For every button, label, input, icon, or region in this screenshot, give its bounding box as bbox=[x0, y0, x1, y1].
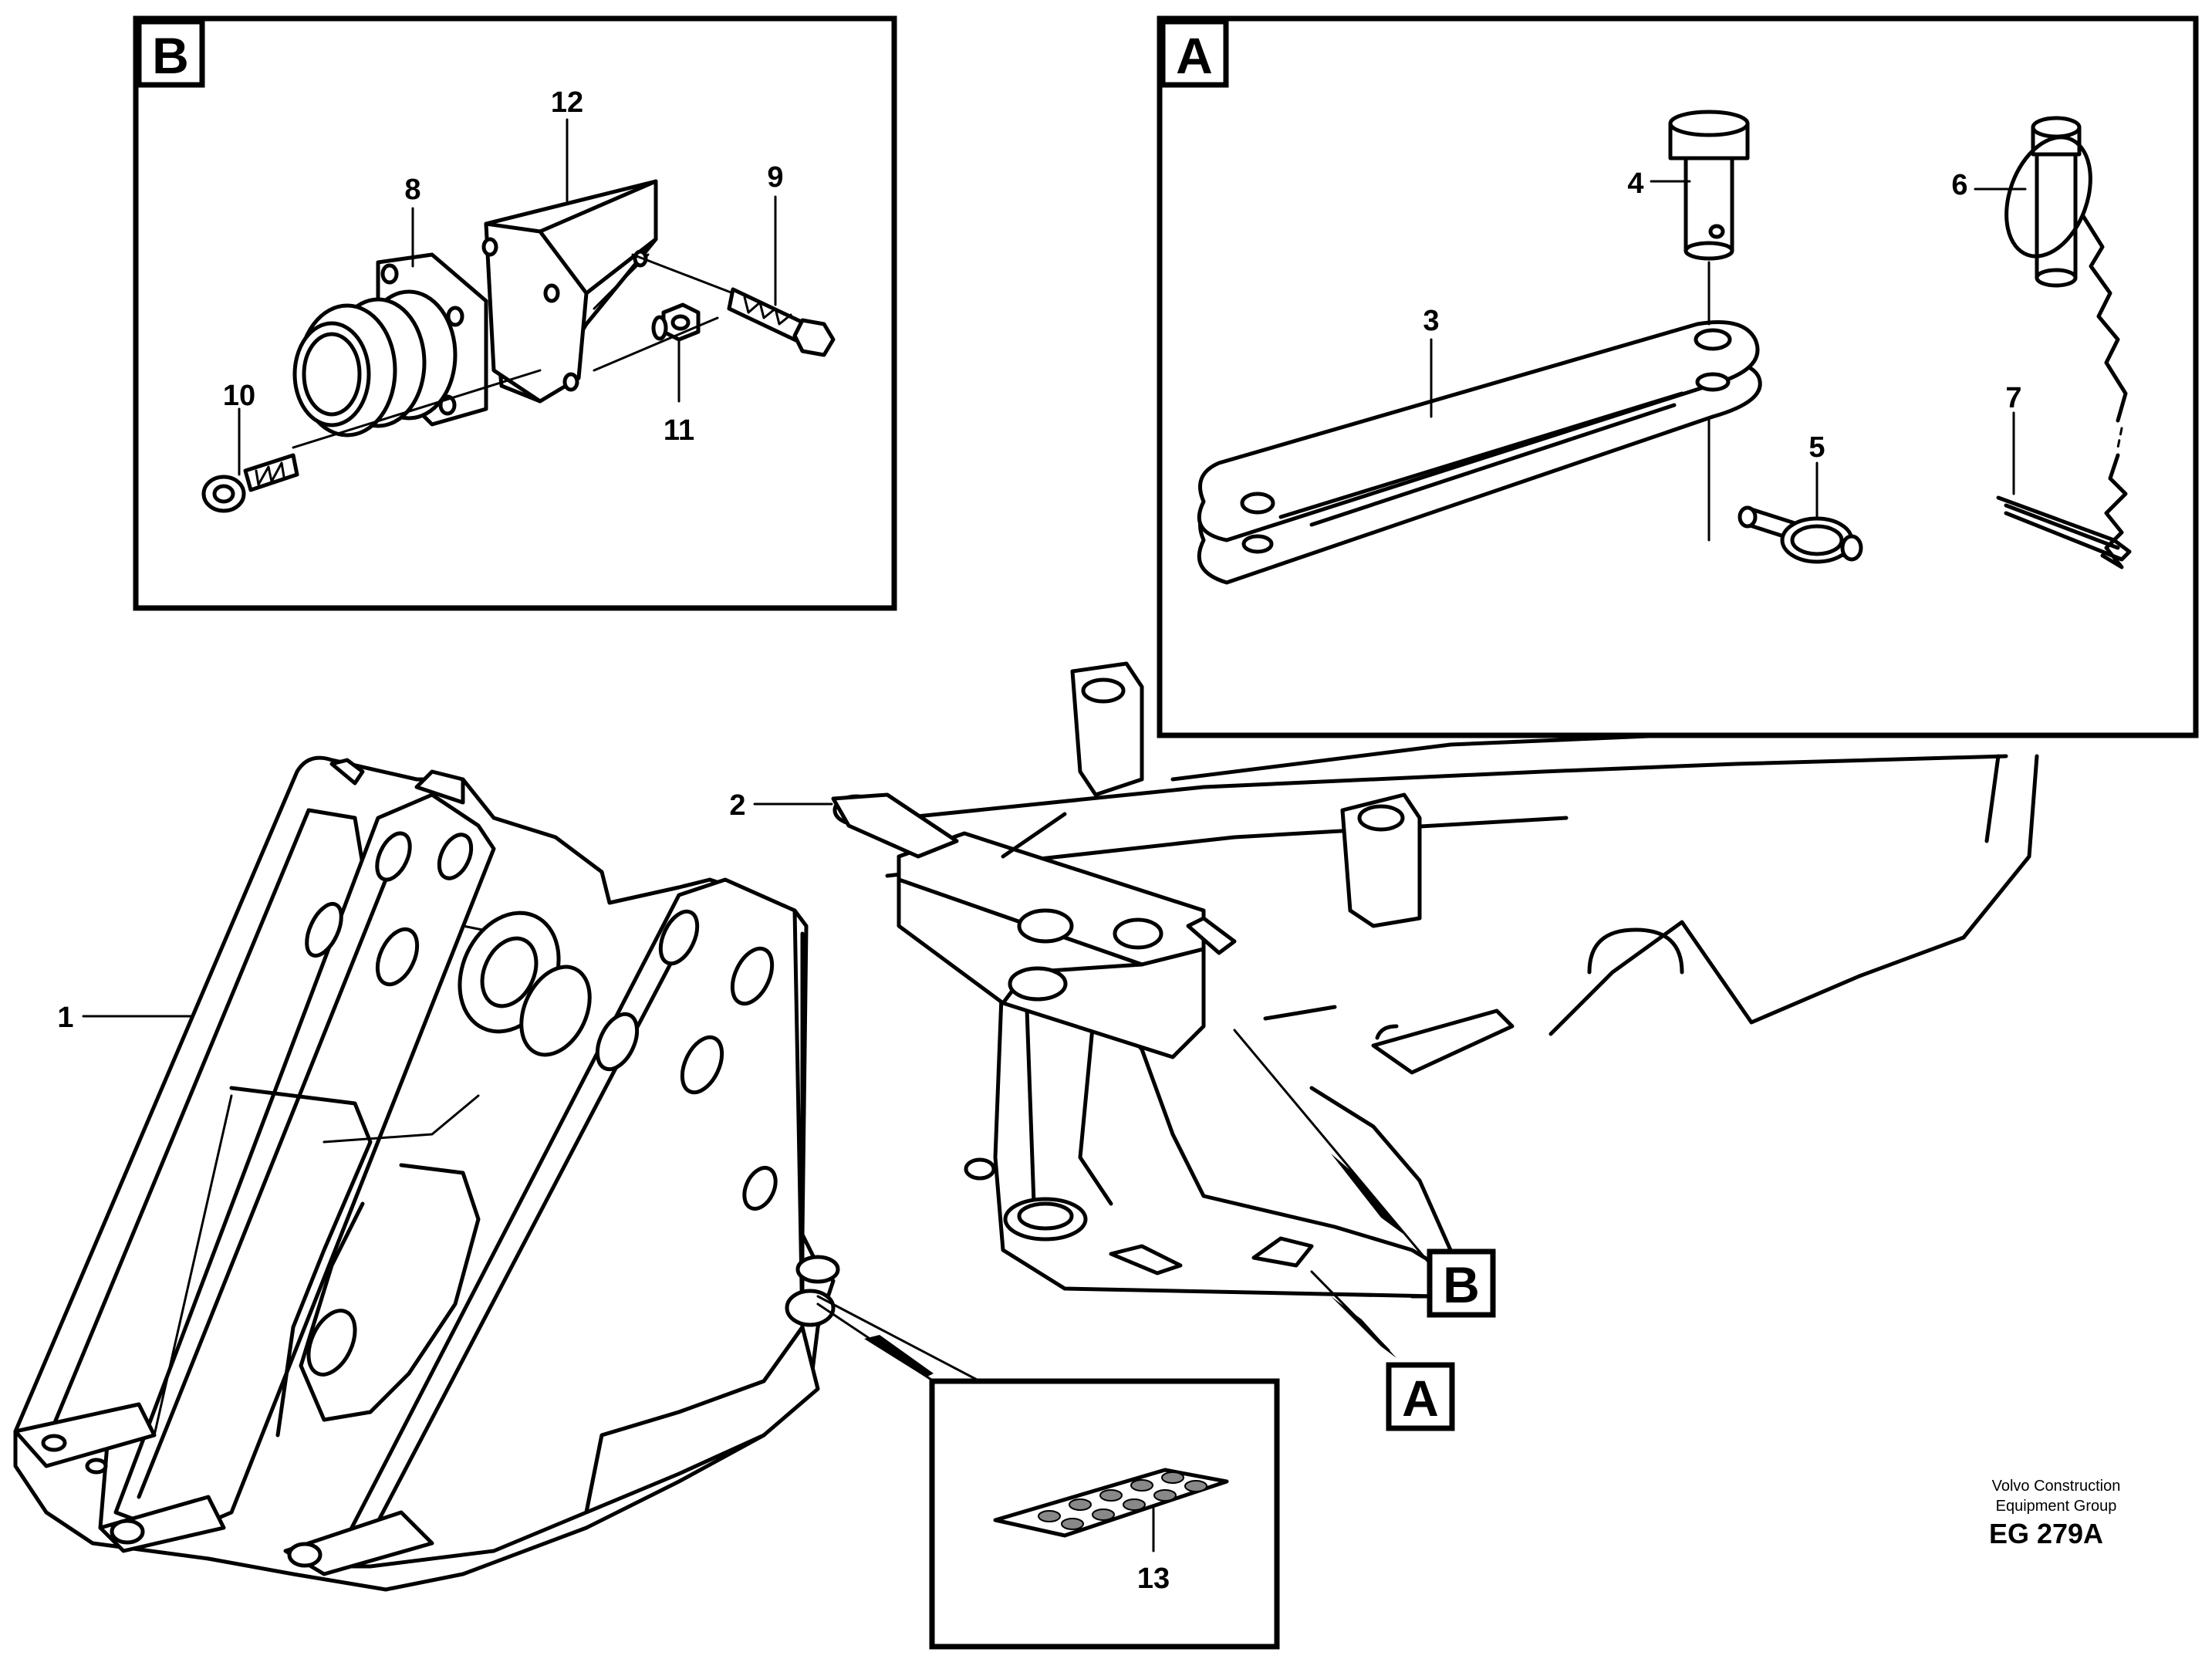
callout-13: 13 bbox=[1137, 1563, 1170, 1595]
company-line-2: Equipment Group bbox=[1996, 1498, 2117, 1515]
callout-10: 10 bbox=[223, 380, 255, 412]
detail-a-letter: A bbox=[1176, 27, 1213, 84]
callout-4: 4 bbox=[1627, 167, 1643, 200]
bolt-part-9 bbox=[631, 253, 836, 357]
company-line-1: Volvo Construction bbox=[1992, 1478, 2121, 1495]
ref-a-letter: A bbox=[1402, 1370, 1439, 1427]
ref-b-box: B bbox=[1427, 1248, 1496, 1318]
callout-7: 7 bbox=[2005, 382, 2021, 414]
decal-pattern bbox=[1038, 1471, 1207, 1530]
callout-numbers: 1 2 3 4 5 6 7 8 9 10 11 12 13 bbox=[57, 86, 2021, 1595]
screw-part-10 bbox=[201, 369, 542, 513]
callout-6: 6 bbox=[1951, 169, 1967, 201]
front-frame bbox=[13, 755, 840, 1592]
callout-5: 5 bbox=[1808, 431, 1825, 464]
detail-b-letter: B bbox=[152, 27, 189, 84]
connector-part-8 bbox=[292, 252, 488, 438]
ref-a-box: A bbox=[1386, 1362, 1455, 1431]
callout-11: 11 bbox=[664, 414, 694, 447]
callout-8: 8 bbox=[404, 174, 420, 206]
callout-3: 3 bbox=[1423, 305, 1439, 337]
bracket-part-12 bbox=[481, 179, 658, 404]
nut-part-11 bbox=[593, 302, 719, 372]
decal-detail-box bbox=[929, 1378, 1280, 1650]
footer: Volvo Construction Equipment Group EG 27… bbox=[1989, 1478, 2120, 1549]
lynch-pin-part-5 bbox=[1738, 461, 1863, 564]
leader-lines bbox=[82, 802, 1433, 1421]
callout-9: 9 bbox=[767, 161, 783, 194]
detail-b-box: B bbox=[133, 15, 897, 611]
pin-part-4 bbox=[1668, 110, 1750, 542]
rear-frame bbox=[831, 661, 2039, 1299]
callout-1: 1 bbox=[57, 1002, 73, 1034]
link-part-3 bbox=[1197, 320, 1762, 585]
callout-2: 2 bbox=[729, 789, 745, 822]
drawing-code: EG 279A bbox=[1989, 1518, 2103, 1549]
ref-b-letter: B bbox=[1443, 1256, 1480, 1313]
lock-pin-part-6 bbox=[1974, 116, 2128, 569]
callout-12: 12 bbox=[551, 86, 583, 119]
split-pin-part-7 bbox=[1996, 411, 2132, 562]
detail-a-box: A bbox=[1157, 15, 2199, 738]
